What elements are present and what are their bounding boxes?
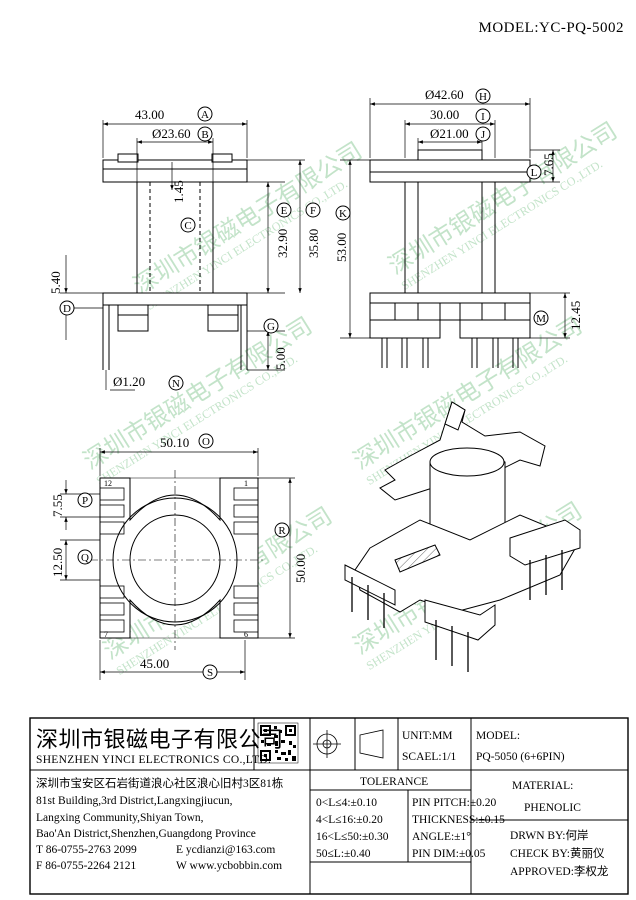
marker-r: R [278, 525, 286, 537]
bottom-view-pins: 12 1 7 6 [104, 479, 248, 639]
tolerance-row-1: 0<L≤4:±0.10 [316, 797, 377, 809]
model-label: MODEL: [476, 730, 521, 742]
marker-n: N [172, 378, 180, 390]
dimension-markers: A B C D E F G N H I J K L M O P Q R S [59, 88, 549, 680]
dim-n: Ø1.20 [113, 374, 145, 389]
dim-s: 45.00 [140, 656, 169, 671]
marker-i: I [481, 111, 485, 123]
marker-f: F [310, 205, 316, 217]
dim-o: 50.10 [160, 435, 189, 450]
dim-g: 5.00 [273, 347, 288, 370]
address-en-2: Langxing Community,Shiyan Town, [36, 812, 204, 824]
dim-q: 12.50 [50, 548, 65, 577]
marker-e: E [281, 205, 288, 217]
checked-by: CHECK BY:黄丽仪 [510, 848, 605, 860]
dim-l: 7.65 [541, 153, 556, 176]
address-en-1: 81st Building,3rd District,Langxingjiucu… [36, 795, 233, 807]
company-fax: F 86-0755-2264 2121 [36, 860, 137, 872]
bottom-view-labels: 50.10 50.00 7.55 12.50 45.00 [50, 435, 308, 671]
tolerance-row-4: 50≤L:±0.40 [316, 848, 371, 860]
dim-f: 35.80 [306, 229, 321, 258]
pin-dim-tolerance: PIN DIM:±0.05 [412, 848, 486, 860]
address-cn: 深圳市宝安区石岩街道浪心社区浪心旧村3区81栋 [36, 778, 284, 790]
marker-h: H [479, 91, 487, 103]
company-name-cn: 深圳市银磁电子有限公司 [36, 727, 284, 752]
scale-label: SCAEL:1/1 [402, 751, 457, 763]
qr-code [257, 722, 299, 764]
thickness-tolerance: THICKNESS:±0.15 [412, 814, 505, 826]
drawn-by: DRWN BY:何岸 [510, 830, 589, 842]
dim-d: 5.40 [48, 271, 63, 294]
company-name-en: SHENZHEN YINCI ELECTRONICS CO.,LTD. [36, 754, 272, 766]
dim-c: 1.45 [171, 180, 186, 203]
marker-k: K [339, 208, 347, 220]
marker-o: O [202, 436, 210, 448]
dim-b: Ø23.60 [152, 126, 191, 141]
projection-symbol [313, 729, 384, 759]
company-web: W www.ycbobbin.com [176, 860, 283, 872]
dim-r: 50.00 [293, 554, 308, 583]
marker-s: S [207, 667, 213, 679]
pin-number-1: 1 [244, 479, 248, 488]
marker-g: G [267, 321, 275, 333]
unit-label: UNIT:MM [402, 730, 453, 742]
dim-k: 53.00 [334, 233, 349, 262]
material-value: PHENOLIC [524, 802, 581, 814]
angle-tolerance: ANGLE:±1° [412, 831, 471, 843]
dim-p: 7.55 [50, 494, 65, 517]
marker-a: A [201, 109, 209, 121]
marker-l: L [531, 167, 538, 179]
company-tel: T 86-0755-2763 2099 [36, 844, 137, 856]
side-view-labels: Ø42.60 30.00 Ø21.00 53.00 7.65 12.45 [334, 87, 583, 330]
dim-a: 43.00 [135, 107, 164, 122]
title-block-frame [29, 717, 629, 895]
front-view-dims [60, 120, 305, 391]
tolerance-label: TOLERANCE [360, 776, 429, 788]
isometric-view [344, 401, 581, 672]
dim-h: Ø42.60 [425, 87, 464, 102]
watermark-en: SHENZHEN YINCI ELECTRONICS CO.,LTD. [94, 352, 300, 488]
marker-q: Q [81, 552, 89, 564]
marker-c: C [184, 220, 191, 232]
tolerance-row-3: 16<L≤50:±0.30 [316, 831, 389, 843]
marker-m: M [536, 313, 546, 325]
bottom-view-dims [60, 448, 295, 680]
side-view-dims [340, 98, 570, 339]
dim-j: Ø21.00 [430, 126, 469, 141]
dim-i: 30.00 [430, 107, 459, 122]
front-view [102, 153, 248, 370]
marker-j: J [481, 129, 486, 141]
address-en-3: Bao'An District,Shenzhen,Guangdong Provi… [36, 828, 256, 840]
pin-number-6: 6 [244, 630, 248, 639]
watermark-cn: 深圳市银磁电子有限公司 [79, 312, 317, 475]
material-label: MATERIAL: [512, 780, 574, 792]
side-view [369, 149, 531, 368]
marker-b: B [201, 129, 208, 141]
tolerance-row-2: 4<L≤16:±0.20 [316, 814, 383, 826]
dim-e: 32.90 [275, 229, 290, 258]
model-value: PQ-5050 (6+6PIN) [476, 751, 565, 763]
company-email: E ycdianzi@163.com [176, 844, 276, 856]
model-id: MODEL:YC-PQ-5002 [478, 20, 624, 36]
pin-number-12: 12 [104, 479, 112, 488]
pin-pitch-tolerance: PIN PITCH:±0.20 [412, 797, 497, 809]
bottom-view [90, 470, 265, 650]
front-view-labels: 43.00 Ø23.60 1.45 32.90 35.80 5.00 5.40 … [48, 107, 321, 389]
dim-m: 12.45 [568, 301, 583, 330]
pin-number-7: 7 [104, 630, 108, 639]
marker-p: P [82, 495, 88, 507]
approved-by: APPROVED:李权龙 [510, 866, 609, 878]
marker-d: D [63, 303, 71, 315]
